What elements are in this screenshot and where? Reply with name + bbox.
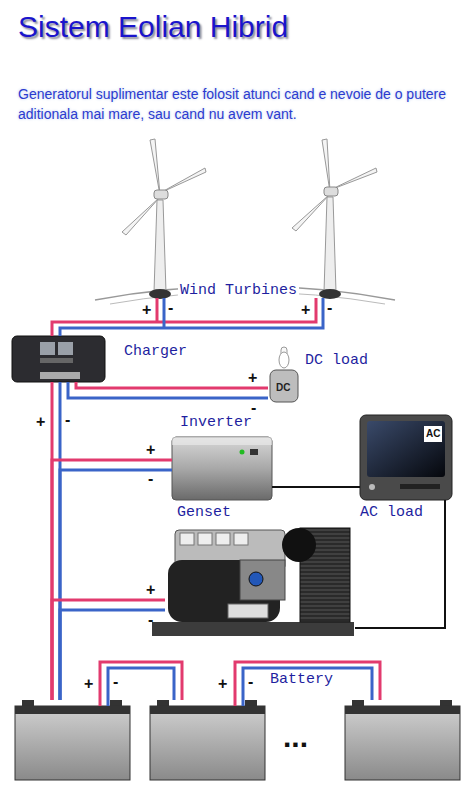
polarity-sign: + <box>36 414 45 430</box>
wire <box>163 298 166 328</box>
wire <box>52 460 172 700</box>
wire <box>355 500 445 628</box>
component-node: Wind Turbines <box>95 140 395 298</box>
battery-wire <box>100 662 380 706</box>
tv-set <box>360 415 452 500</box>
wire-connector <box>355 500 445 628</box>
component-node: Battery <box>15 700 460 780</box>
component-node: DC load <box>268 345 298 405</box>
component-label: AC load <box>358 505 425 521</box>
wind-turbine <box>292 139 377 299</box>
polarity-sign: - <box>148 612 153 628</box>
dc-bulb <box>270 347 298 402</box>
marking: DC <box>276 380 290 396</box>
subtitle: Generatorul suplimentar este folosit atu… <box>18 84 458 124</box>
marking: ... <box>283 722 308 752</box>
charge-controller <box>12 336 105 382</box>
polarity-sign: - <box>251 400 256 416</box>
component-label: DC load <box>303 353 370 369</box>
polarity-sign: + <box>84 676 93 692</box>
wire-connector <box>272 487 360 488</box>
wire <box>76 382 268 388</box>
polarity-sign: - <box>65 412 70 428</box>
polarity-sign: + <box>142 302 151 318</box>
inverter-box <box>172 437 272 500</box>
component-label: Battery <box>268 672 335 688</box>
polarity-sign: + <box>301 302 310 318</box>
polarity-sign: - <box>168 300 173 316</box>
wire <box>68 382 268 398</box>
wire <box>60 470 172 700</box>
component-label: Genset <box>175 505 233 521</box>
component-node: Genset <box>165 525 355 640</box>
battery-bank <box>15 700 460 780</box>
component-node: Inverter <box>172 437 272 500</box>
polarity-sign: - <box>148 471 153 487</box>
component-node: Charger <box>12 336 105 382</box>
wire <box>52 298 316 336</box>
polarity-sign: - <box>327 300 332 316</box>
polarity-sign: - <box>248 674 253 690</box>
polarity-sign: - <box>113 674 118 690</box>
wire <box>272 486 360 488</box>
polarity-sign: + <box>146 442 155 458</box>
title: Sistem Eolian Hibrid <box>18 10 288 44</box>
polarity-sign: + <box>218 676 227 692</box>
wire <box>60 610 165 700</box>
genset <box>152 528 354 636</box>
polarity-sign: + <box>248 370 257 386</box>
wind-turbine <box>122 139 206 299</box>
wire-connector <box>52 600 165 700</box>
wire <box>156 298 159 322</box>
wire-connector <box>68 382 268 398</box>
component-label: Charger <box>122 344 189 360</box>
polarity-sign: + <box>146 582 155 598</box>
component-label: Inverter <box>178 415 254 431</box>
wire <box>52 600 165 700</box>
wire-connector <box>52 460 172 700</box>
wire-connector <box>52 298 323 336</box>
wire <box>60 298 323 336</box>
component-label: Wind Turbines <box>178 283 299 299</box>
marking: AC <box>424 426 442 442</box>
